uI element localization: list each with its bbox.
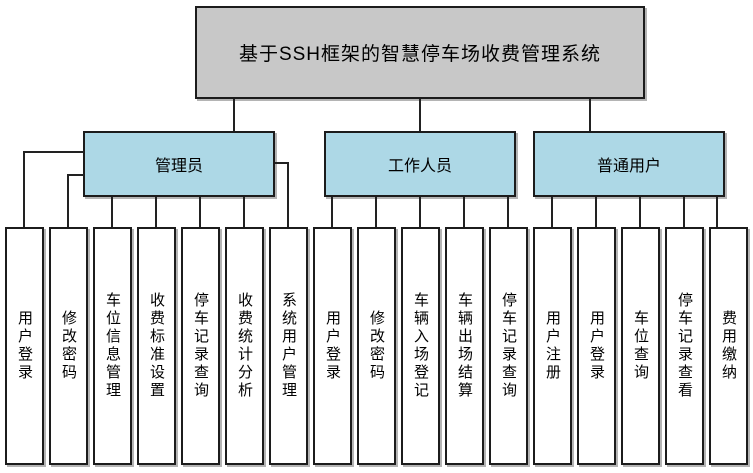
connector-line [463,197,465,227]
task-label: 修改密码 [60,310,77,382]
root-system-title: 基于SSH框架的智慧停车场收费管理系统 [238,44,602,65]
connector-line [375,197,377,227]
connector-line [23,151,25,227]
connector-line [275,162,289,164]
task-label: 修改密码 [368,310,385,382]
connector-line [199,197,201,227]
task-label: 停车记录查询 [192,292,209,400]
role-box-admin: 管理员 [83,131,275,197]
connector-line [419,197,421,227]
task-box-admin-password: 修改密码 [49,227,88,465]
task-label: 用户登录 [16,310,33,382]
connector-line [68,174,84,176]
task-box-staff-entry-reg: 车辆入场登记 [401,227,440,465]
connector-line [551,197,553,227]
connector-line [233,99,235,131]
task-label: 车辆出场结算 [456,292,473,400]
connector-line [67,174,69,227]
task-box-admin-fee-stats: 收费统计分析 [225,227,264,465]
task-box-user-record-view: 停车记录查看 [665,227,704,465]
role-box-user: 普通用户 [533,131,725,197]
task-label: 车位信息管理 [104,292,121,400]
task-label: 系统用户管理 [280,292,297,400]
task-label: 用户登录 [588,310,605,382]
task-box-admin-fee-standard: 收费标准设置 [137,227,176,465]
task-box-user-fee-pay: 费用缴纳 [709,227,748,465]
task-box-staff-password: 修改密码 [357,227,396,465]
task-label: 费用缴纳 [720,310,737,382]
task-box-admin-user-mgmt: 系统用户管理 [269,227,308,465]
task-label: 用户登录 [324,310,341,382]
connector-line [24,151,84,153]
task-box-staff-login: 用户登录 [313,227,352,465]
task-box-user-login: 用户登录 [577,227,616,465]
task-box-user-register: 用户注册 [533,227,572,465]
role-label: 管理员 [154,158,203,175]
connector-line [111,197,113,227]
task-box-admin-space-info: 车位信息管理 [93,227,132,465]
role-label: 普通用户 [596,158,661,175]
connector-line [683,197,685,227]
connector-line [589,99,591,131]
task-label: 停车记录查看 [676,292,693,400]
root-system-box: 基于SSH框架的智慧停车场收费管理系统 [195,6,645,99]
task-label: 收费标准设置 [148,292,165,400]
connector-line [287,162,289,227]
task-label: 收费统计分析 [236,292,253,400]
connector-line [639,197,641,227]
role-label: 工作人员 [387,158,452,175]
connector-line [716,197,718,227]
task-label: 用户注册 [544,310,561,382]
connector-line [507,197,509,227]
task-label: 停车记录查询 [500,292,517,400]
task-box-user-space-query: 车位查询 [621,227,660,465]
connector-line [331,197,333,227]
task-box-admin-login: 用户登录 [5,227,44,465]
task-box-staff-exit-settle: 车辆出场结算 [445,227,484,465]
task-label: 车辆入场登记 [412,292,429,400]
task-box-admin-record-query: 停车记录查询 [181,227,220,465]
connector-line [243,197,245,227]
connector-line [419,99,421,131]
task-box-staff-record-query: 停车记录查询 [489,227,528,465]
connector-line [155,197,157,227]
role-box-staff: 工作人员 [324,131,516,197]
connector-line [595,197,597,227]
task-label: 车位查询 [632,310,649,382]
